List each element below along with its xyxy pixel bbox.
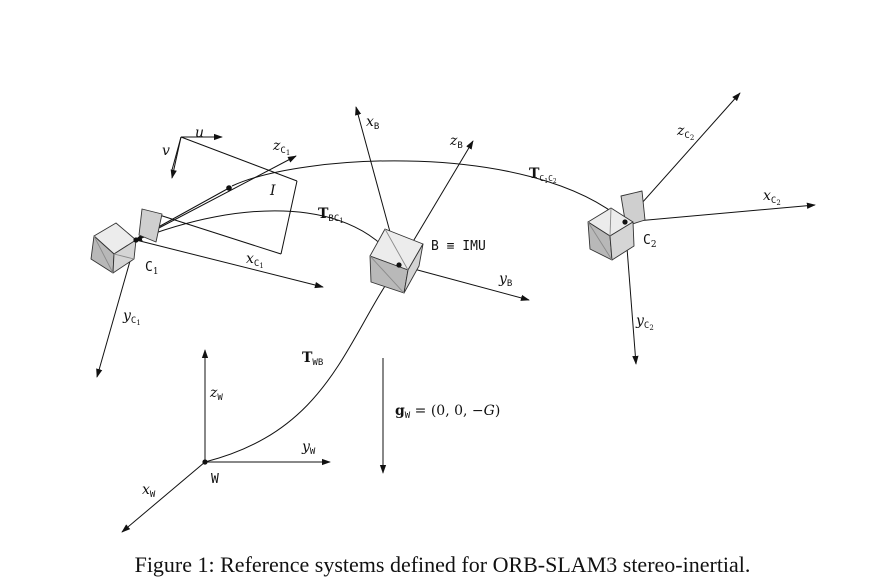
- b-y-label: yB: [498, 271, 512, 289]
- w-x-label: xW: [142, 482, 156, 500]
- b-z-label: zB: [449, 133, 463, 151]
- figure-caption: Figure 1: Reference systems defined for …: [134, 552, 751, 577]
- c2-frame-label: C2: [643, 233, 657, 250]
- t-wb-label: TWB: [302, 350, 323, 368]
- c2-x-axis: [624, 202, 816, 223]
- b-origin: [396, 262, 402, 268]
- w-frame-label: W: [211, 472, 219, 487]
- c1-y-label: yC1: [122, 308, 141, 327]
- t-bc1-label: TBC1: [318, 206, 344, 225]
- t-c1c2-label: TC1C2: [529, 166, 557, 185]
- c2-x-label: xC2: [763, 188, 781, 207]
- c1-y-axis: [96, 239, 137, 378]
- w-z-label: zW: [209, 385, 223, 403]
- w-x-axis: [121, 461, 206, 533]
- camera-c1-icon: [90, 208, 163, 274]
- b-x-label: xB: [366, 114, 379, 132]
- image-plane-bottom-edge: [149, 211, 282, 255]
- c2-y-label: yC2: [635, 313, 654, 332]
- c1-frame-label: C1: [145, 260, 159, 277]
- t-c1c2-curve: [231, 160, 626, 223]
- v-label: v: [162, 143, 170, 159]
- b-frame-label: B ≡ IMU: [431, 239, 486, 254]
- c1-origin: [133, 237, 139, 243]
- image-plane-right-edge: [280, 180, 298, 255]
- image-label: I: [269, 183, 276, 199]
- c2-z-axis: [624, 92, 741, 223]
- c1-z-label: zC1: [272, 138, 290, 157]
- c2-z-label: zC2: [676, 123, 694, 142]
- v-axis-arrow: [170, 136, 182, 179]
- camera-c2-icon: [587, 190, 646, 261]
- c1-z-axis: [135, 155, 297, 241]
- w-origin: [202, 459, 208, 465]
- image-plane-top-edge: [180, 136, 298, 182]
- w-y-label: yW: [301, 439, 316, 457]
- u-label: u: [195, 125, 204, 141]
- c1-x-label: xC1: [246, 251, 264, 270]
- t-wb-curve: [204, 264, 400, 463]
- reference-frames-diagram: u v I zC1 xC1 yC1 C1 xB zB yB B ≡ IMU zC…: [90, 92, 816, 533]
- imu-cube-icon: [369, 228, 424, 294]
- gravity-label: gW = (0, 0, −G): [395, 403, 500, 421]
- c1-x-axis: [135, 239, 324, 289]
- image-point: [226, 185, 232, 191]
- b-y-axis: [398, 264, 530, 301]
- c2-origin: [622, 219, 628, 225]
